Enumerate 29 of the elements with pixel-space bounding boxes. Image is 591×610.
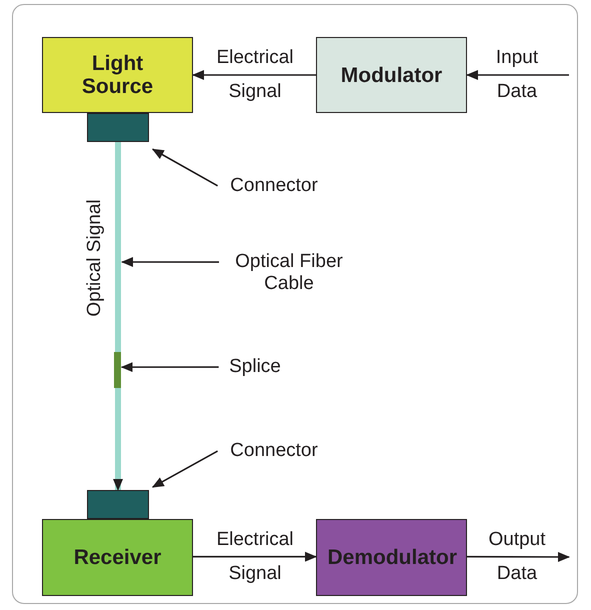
node-title: Receiver (74, 546, 162, 569)
connector-block (87, 490, 149, 519)
edge-label: Electrical Signal (215, 528, 295, 586)
callout-label: Optical Fiber Cable (219, 251, 359, 295)
edge-label: Input Data (494, 46, 540, 104)
leader-line (152, 148, 218, 186)
optical-fiber-arrow (113, 142, 123, 491)
callout-label: Splice (222, 356, 288, 378)
demodulator-box (316, 519, 467, 596)
modulator-box (316, 37, 467, 113)
arrow (466, 70, 569, 80)
leader-line (120, 362, 219, 372)
edge-label: Output Data (487, 528, 547, 586)
callout-label: Connector (214, 175, 334, 197)
edge-label: Electrical Signal (215, 46, 295, 104)
callout-label: Connector (214, 440, 334, 462)
receiver-box (42, 519, 193, 596)
connector-block (87, 113, 149, 142)
arrow (192, 70, 316, 80)
edge-label: Optical Signal (84, 199, 106, 317)
node-title: Demodulator (328, 546, 456, 569)
leader-line (152, 450, 218, 488)
light-source-box (42, 37, 193, 113)
node-title: Light Source (80, 52, 154, 98)
splice-segment (114, 352, 121, 388)
arrow (467, 552, 570, 562)
arrow (193, 552, 317, 562)
leader-line (121, 257, 219, 267)
node-title: Modulator (340, 64, 442, 86)
